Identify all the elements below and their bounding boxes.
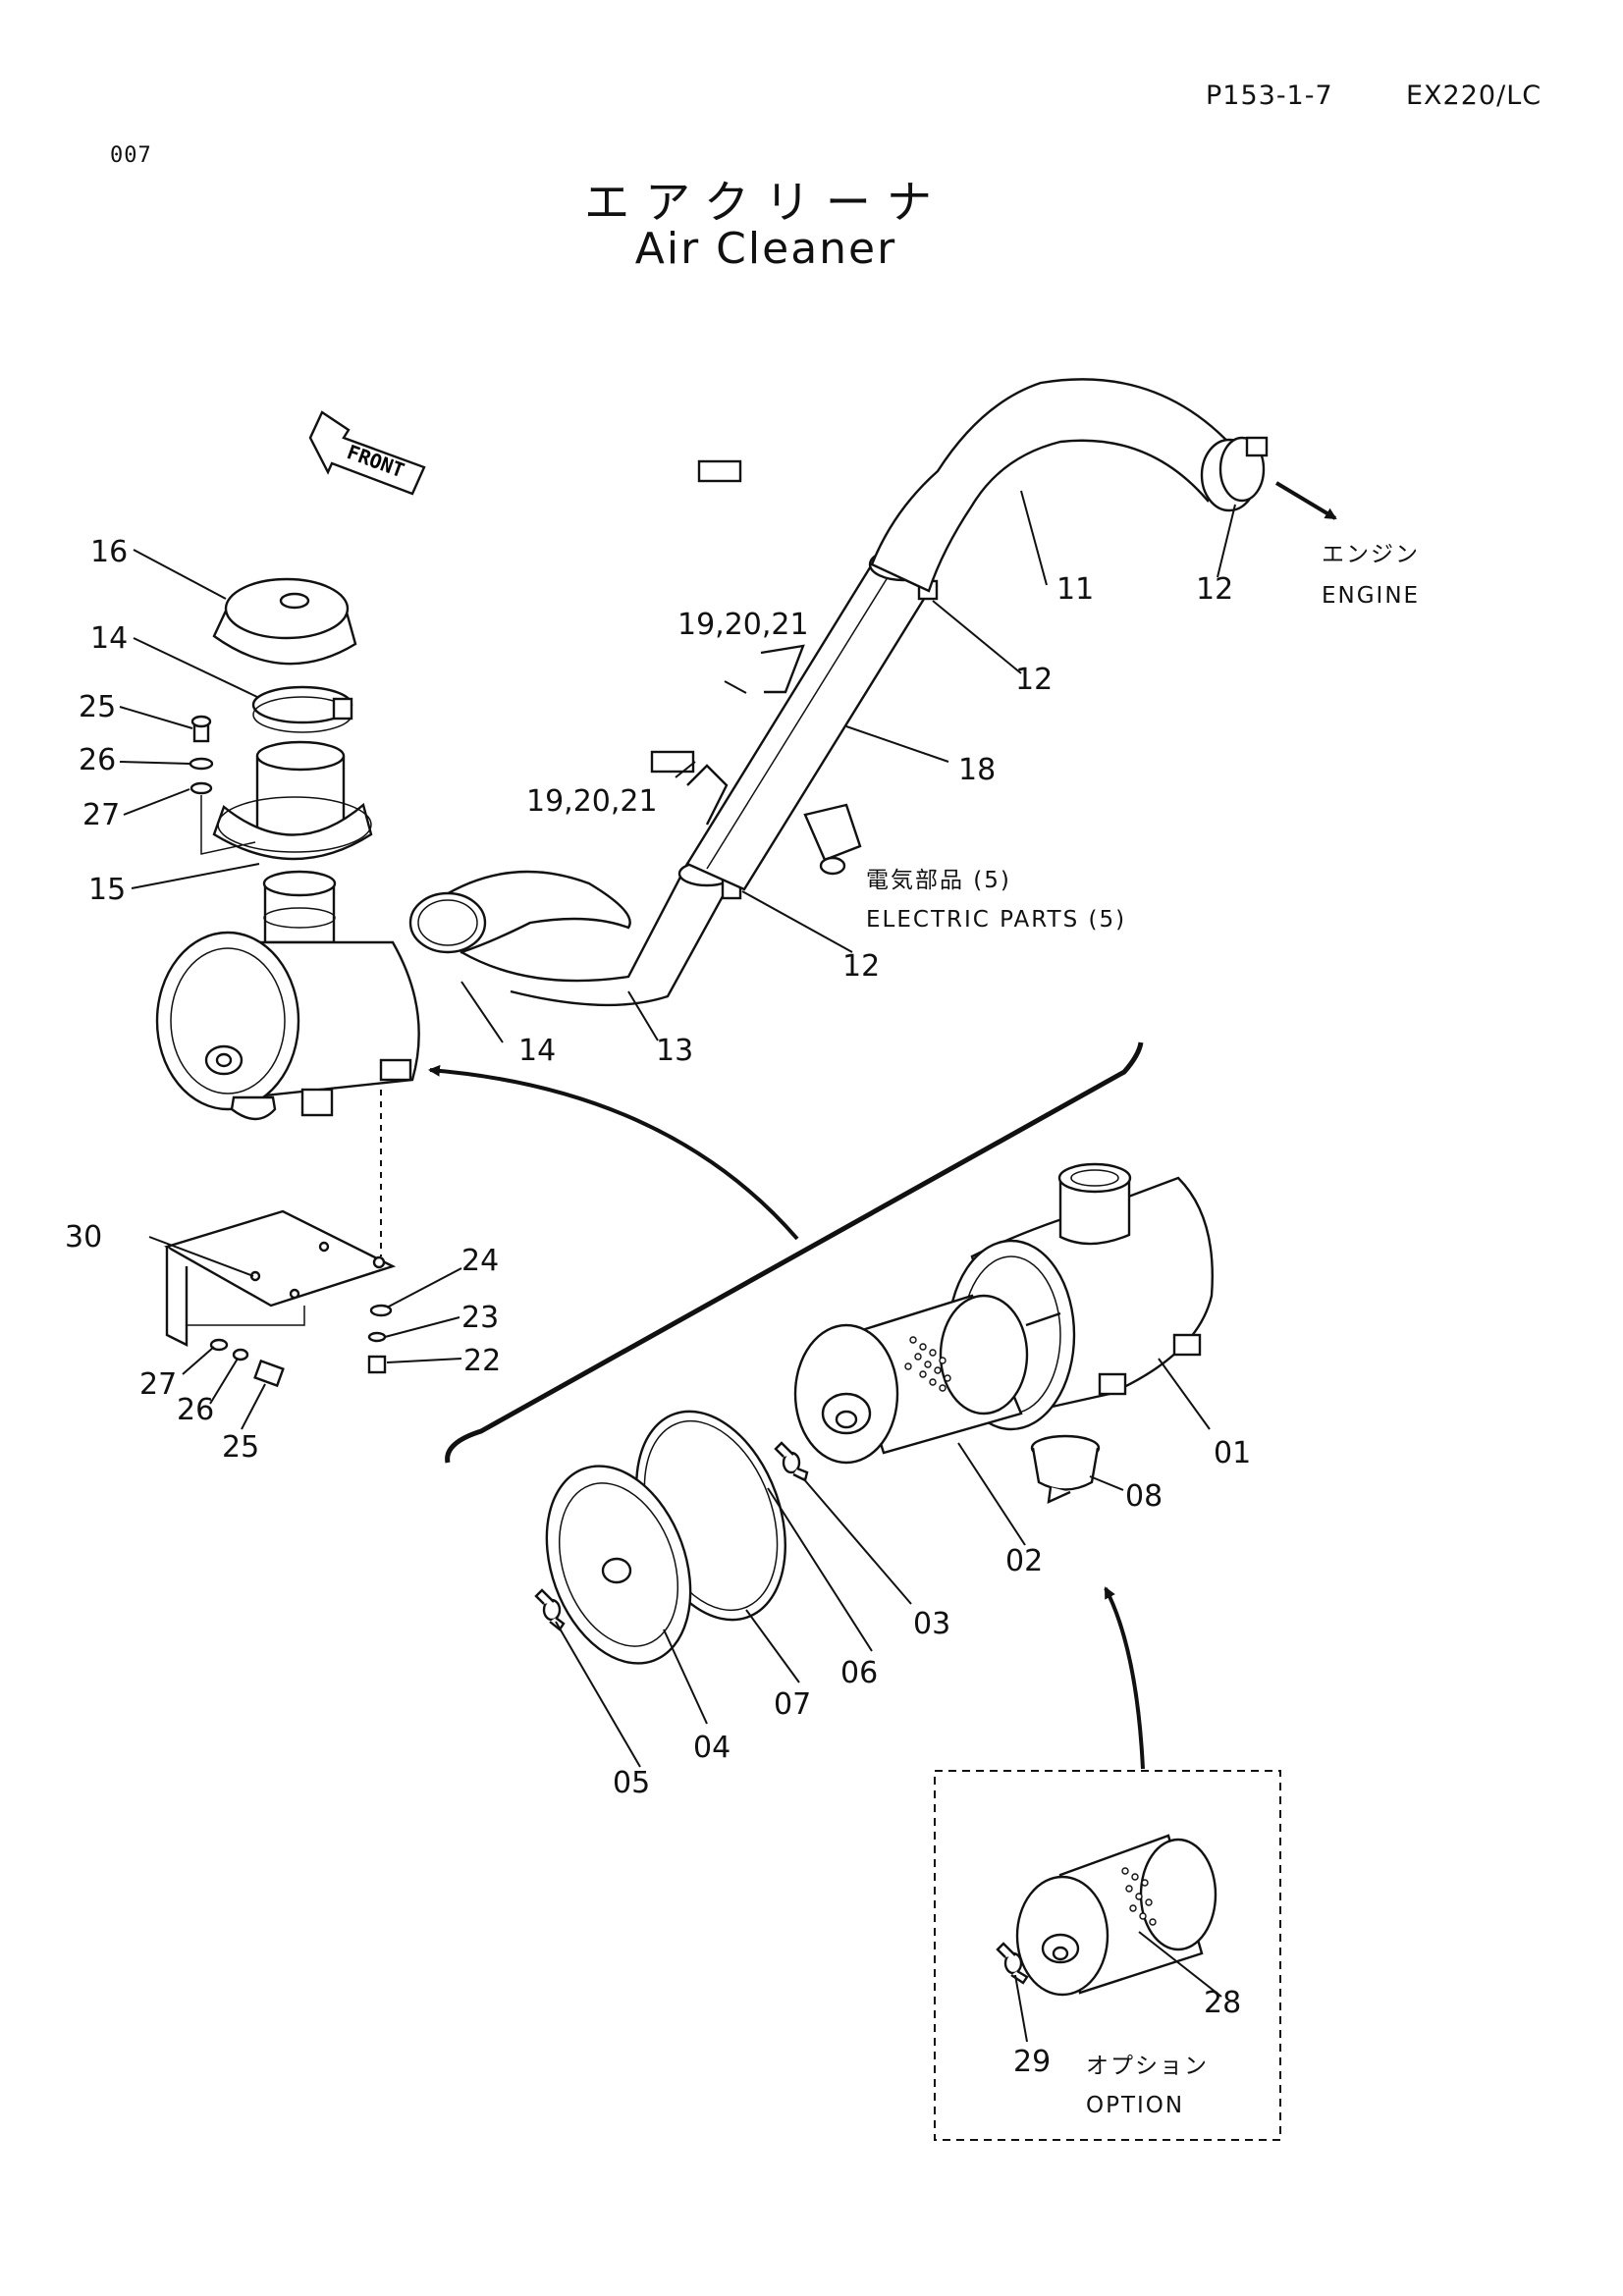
label-25-top: 25 (79, 690, 116, 724)
wing-nut-part-03 (774, 1441, 809, 1482)
element-part-02 (793, 1294, 1029, 1465)
leader-lines (119, 490, 1236, 2043)
label-23: 23 (461, 1301, 499, 1335)
label-22: 22 (463, 1344, 501, 1378)
bracket-part-30 (163, 1209, 397, 1347)
label-26-top: 26 (79, 743, 116, 777)
label-30: 30 (65, 1220, 102, 1255)
clamp-part-12-top (1218, 436, 1269, 503)
label-14-top: 14 (90, 621, 128, 656)
title-japanese: エアクリーナ (584, 176, 947, 229)
intake-pipe-13 (408, 862, 734, 1007)
engine-note-en: ENGINE (1322, 583, 1420, 609)
label-05: 05 (613, 1766, 650, 1800)
electric-parts-note-en: ELECTRIC PARTS (5) (866, 907, 1126, 933)
label-15: 15 (88, 873, 126, 907)
label-24: 24 (461, 1244, 499, 1278)
label-06: 06 (840, 1656, 878, 1690)
label-12-lower: 12 (842, 949, 880, 984)
clamp-part-14-top (251, 685, 353, 733)
label-08: 08 (1125, 1479, 1163, 1514)
label-28: 28 (1204, 1986, 1241, 2020)
wing-nut-part-29 (996, 1942, 1029, 1985)
label-01: 01 (1214, 1436, 1251, 1470)
label-16: 16 (90, 535, 128, 569)
label-26-lower: 26 (177, 1393, 214, 1427)
label-27-top: 27 (82, 798, 120, 832)
front-arrow-icon: FRONT (308, 410, 426, 496)
electric-parts-note-jp: 電気部品 (5) (866, 868, 1011, 893)
tube-part-15 (212, 740, 373, 861)
element-part-28 (1015, 1834, 1217, 1997)
pipe-part-11 (870, 378, 1259, 593)
air-cleaner-assembly (155, 577, 420, 1121)
option-note-jp: オプション (1086, 2054, 1209, 2079)
label-14-lower: 14 (518, 1034, 556, 1068)
label-03: 03 (913, 1607, 950, 1641)
model-number: EX220/LC (1406, 80, 1542, 111)
option-box (934, 1770, 1281, 2141)
title-english: Air Cleaner (634, 224, 897, 274)
engine-note-jp: エンジン (1322, 542, 1420, 567)
page-code: P153-1-7 (1206, 80, 1333, 111)
label-04: 04 (693, 1731, 730, 1765)
label-18: 18 (958, 753, 996, 787)
label-19-20-21-upper: 19,20,21 (677, 608, 809, 642)
label-13: 13 (656, 1034, 693, 1068)
bolt-stack-upper (189, 715, 214, 795)
label-27-lower: 27 (139, 1367, 177, 1402)
label-12-middle: 12 (1015, 663, 1053, 697)
valve-part-08 (1030, 1434, 1101, 1504)
label-25-lower: 25 (222, 1430, 259, 1465)
pipe-part-18 (650, 459, 931, 891)
label-07: 07 (774, 1687, 811, 1722)
label-11: 11 (1056, 572, 1094, 607)
label-02: 02 (1005, 1544, 1043, 1578)
label-29: 29 (1013, 2045, 1051, 2079)
label-12-top: 12 (1196, 572, 1233, 607)
cover-part-04 (545, 1465, 692, 1665)
page-number: 007 (110, 143, 152, 168)
wing-nut-part-05 (534, 1588, 566, 1631)
label-19-20-21-lower: 19,20,21 (526, 784, 658, 819)
option-note-en: OPTION (1086, 2093, 1184, 2118)
cap-part-16 (212, 577, 357, 666)
